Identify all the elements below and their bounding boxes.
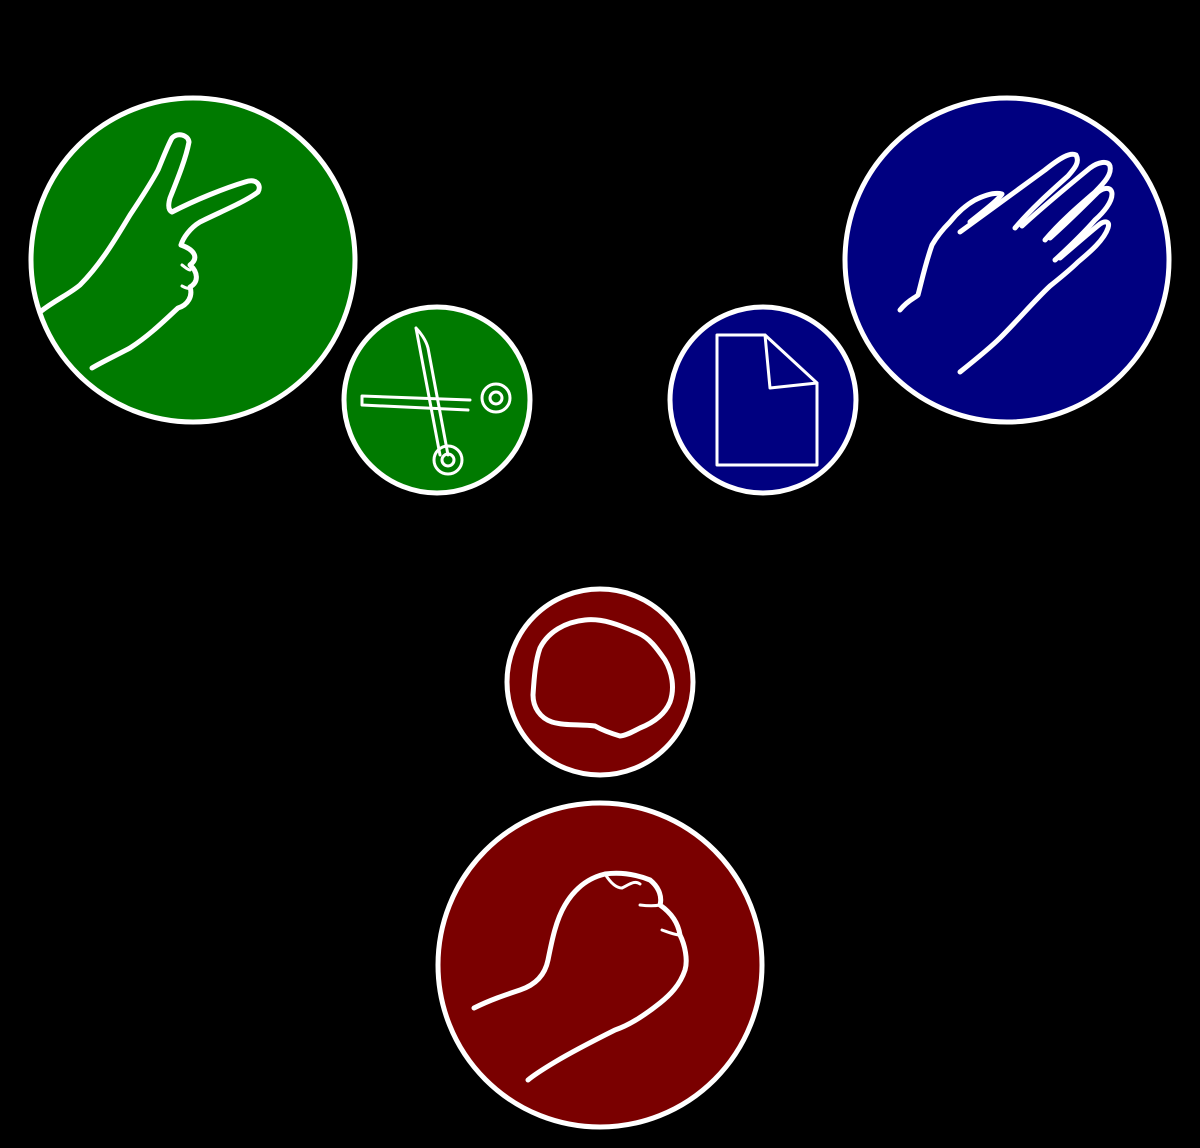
rock-stone-node <box>504 586 696 778</box>
paper-hand-node <box>842 95 1172 425</box>
rock-icon <box>530 617 675 739</box>
paper-sheet-icon <box>715 333 819 467</box>
paper-hand-circle <box>842 95 1172 425</box>
paper-hand-icon <box>897 151 1115 375</box>
scissors-hand-node <box>28 95 358 425</box>
rock-hand-node <box>435 800 765 1130</box>
rock-hand-circle <box>435 800 765 1130</box>
paper-sheet-node <box>667 304 859 496</box>
scissors-tool-node <box>341 304 533 496</box>
scissors-hand-icon <box>37 132 262 371</box>
scissors-icon <box>360 326 512 476</box>
rock-fist-icon <box>471 870 689 1083</box>
